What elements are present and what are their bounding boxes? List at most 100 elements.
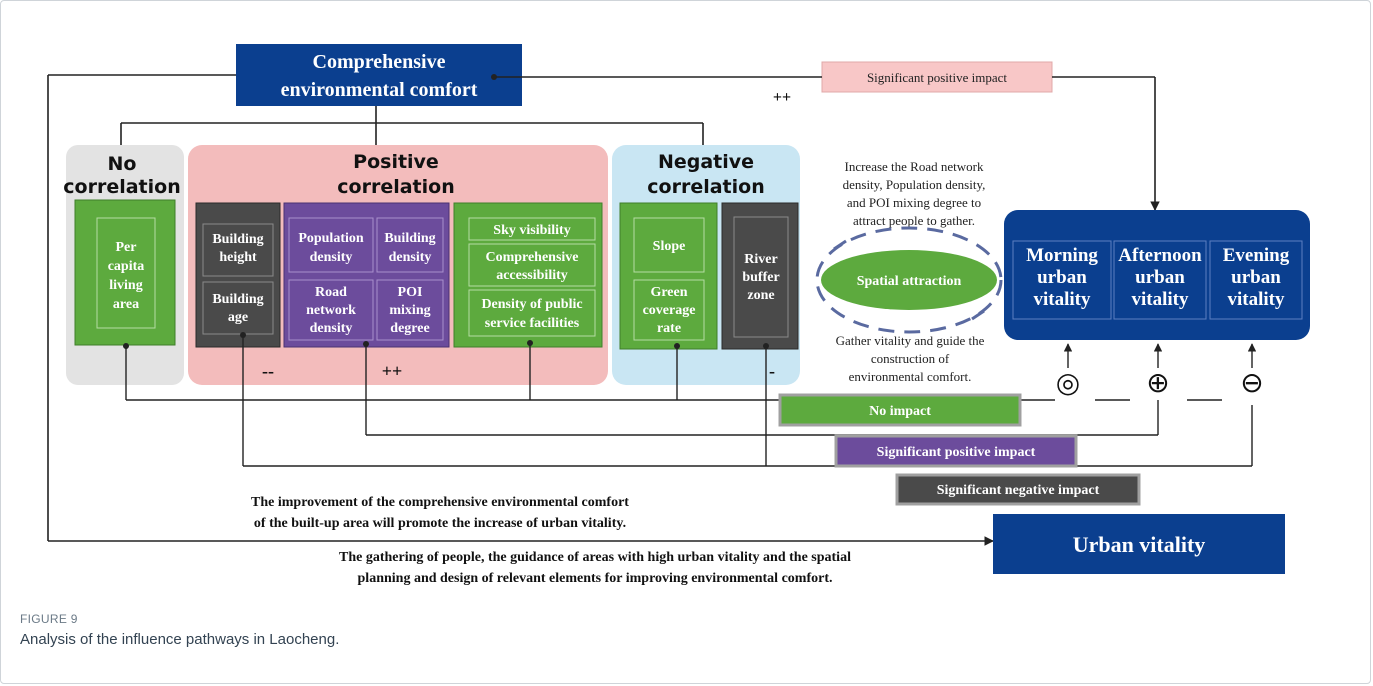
road-network-density-box <box>288 279 374 341</box>
negative-correlation-title-1: Negative <box>658 151 754 173</box>
building-dark-group <box>195 202 281 348</box>
evening-line1: Evening <box>1223 245 1290 266</box>
spatial-top-line2: density, Population density, <box>843 177 986 192</box>
top-connectors <box>47 74 1160 546</box>
top-plus-plus: ++ <box>773 89 791 106</box>
comfort-title-line2: environmental comfort <box>281 79 478 101</box>
significant-negative-label-box <box>895 473 1141 506</box>
sky-visibility-box <box>468 217 596 241</box>
poi-mixing-line2: mixing <box>389 303 430 318</box>
negative-impact-symbol: ⊖ <box>1240 366 1263 399</box>
comprehensive-accessibility-box <box>468 243 596 287</box>
per-capita-line4: area <box>113 297 139 312</box>
poi-mixing-box <box>376 279 444 341</box>
gathering-line2: planning and design of relevant elements… <box>358 571 833 586</box>
negative-correlation-title-2: correlation <box>647 176 764 198</box>
public-service-line2: service facilities <box>485 316 580 331</box>
building-age-line2: age <box>228 310 248 325</box>
afternoon-line3: vitality <box>1132 289 1189 310</box>
sign-minus-minus: -- <box>262 361 274 381</box>
no-correlation-title-2: correlation <box>63 176 180 198</box>
poi-mixing-line3: degree <box>390 321 429 336</box>
spatial-bottom-line1: Gather vitality and guide the <box>836 333 985 348</box>
per-capita-line2: capita <box>108 259 145 274</box>
positive-correlation-title-1: Positive <box>353 151 439 173</box>
per-capita-inner <box>96 217 156 329</box>
spatial-bottom-line3: environmental comfort. <box>849 369 972 384</box>
building-height-box <box>202 223 274 277</box>
significant-negative-label: Significant negative impact <box>937 483 1100 498</box>
population-density-line1: Population <box>298 231 364 246</box>
morning-line2: urban <box>1037 267 1087 288</box>
building-density-line1: Building <box>384 231 435 246</box>
no-impact-label: No impact <box>869 404 931 419</box>
gathering-line1: The gathering of people, the guidance of… <box>339 550 851 565</box>
figure-label: FIGURE 9 <box>20 612 78 626</box>
sign-minus: - <box>769 361 775 381</box>
slope-text: Slope <box>653 239 686 254</box>
significant-positive-label-box <box>834 434 1078 468</box>
afternoon-line1: Afternoon <box>1118 245 1202 266</box>
road-network-line3: density <box>310 321 353 336</box>
green-positive-group <box>453 202 603 348</box>
per-capita-line3: living <box>109 278 142 293</box>
road-network-line1: Road <box>315 285 347 300</box>
spatial-top-line4: attract people to gather. <box>853 213 975 228</box>
building-age-box <box>202 281 274 335</box>
population-density-box <box>288 217 374 273</box>
river-buffer-group <box>721 202 799 350</box>
river-buffer-line3: zone <box>747 288 774 303</box>
purple-factor-group <box>283 202 450 348</box>
top-junction-dot <box>491 74 497 80</box>
spatial-cycle-ring <box>815 226 1003 334</box>
evening-line2: urban <box>1231 267 1281 288</box>
public-service-line1: Density of public <box>481 297 582 312</box>
river-buffer-box <box>733 216 789 338</box>
green-negative-group <box>619 202 718 350</box>
positive-impact-symbol: ⊕ <box>1146 366 1169 399</box>
spatial-arrow-left <box>833 239 847 251</box>
public-service-box <box>468 289 596 337</box>
no-correlation-title-1: No <box>108 153 137 175</box>
improvement-line1: The improvement of the comprehensive env… <box>251 495 629 510</box>
urban-vitality-periods-box <box>1004 210 1310 340</box>
accessibility-line2: accessibility <box>496 268 568 283</box>
spatial-arrow-right <box>971 309 985 321</box>
no-impact-symbol: ◎ <box>1056 366 1080 399</box>
top-impact-text: Significant positive impact <box>867 70 1007 85</box>
green-coverage-line1: Green <box>650 285 687 300</box>
spatial-attraction-ellipse <box>821 250 997 310</box>
evening-line3: vitality <box>1228 289 1285 310</box>
sign-plus-plus: ++ <box>382 361 403 381</box>
accessibility-line1: Comprehensive <box>485 250 578 265</box>
spatial-top-line1: Increase the Road network <box>845 159 984 174</box>
river-buffer-line1: River <box>744 252 777 267</box>
no-impact-label-box <box>778 393 1022 427</box>
sky-visibility-text: Sky visibility <box>493 223 570 238</box>
per-capita-line1: Per <box>116 240 137 255</box>
morning-line1: Morning <box>1026 245 1098 266</box>
comfort-title-line1: Comprehensive <box>313 51 446 73</box>
building-age-line1: Building <box>212 292 263 307</box>
positive-correlation-title-2: correlation <box>337 176 454 198</box>
population-density-line2: density <box>310 250 353 265</box>
green-coverage-line3: rate <box>657 321 681 336</box>
road-network-line2: network <box>306 303 356 318</box>
building-density-line2: density <box>389 250 432 265</box>
morning-line3: vitality <box>1034 289 1091 310</box>
afternoon-line2: urban <box>1135 267 1185 288</box>
connector-dots <box>123 332 769 349</box>
influence-pathway-diagram: No correlation Positive correlation Nega… <box>47 44 1310 586</box>
poi-mixing-line1: POI <box>398 285 423 300</box>
spatial-bottom-line2: construction of <box>871 351 950 366</box>
symbol-arrows <box>1063 343 1257 368</box>
green-coverage-line2: coverage <box>643 303 696 318</box>
slope-box <box>633 217 705 273</box>
urban-vitality-label: Urban vitality <box>1073 532 1206 557</box>
morning-vitality-box <box>1012 240 1112 320</box>
building-height-line1: Building <box>212 232 263 247</box>
evening-vitality-box <box>1209 240 1303 320</box>
green-coverage-box <box>633 279 705 341</box>
improvement-line2: of the built-up area will promote the in… <box>254 516 626 531</box>
